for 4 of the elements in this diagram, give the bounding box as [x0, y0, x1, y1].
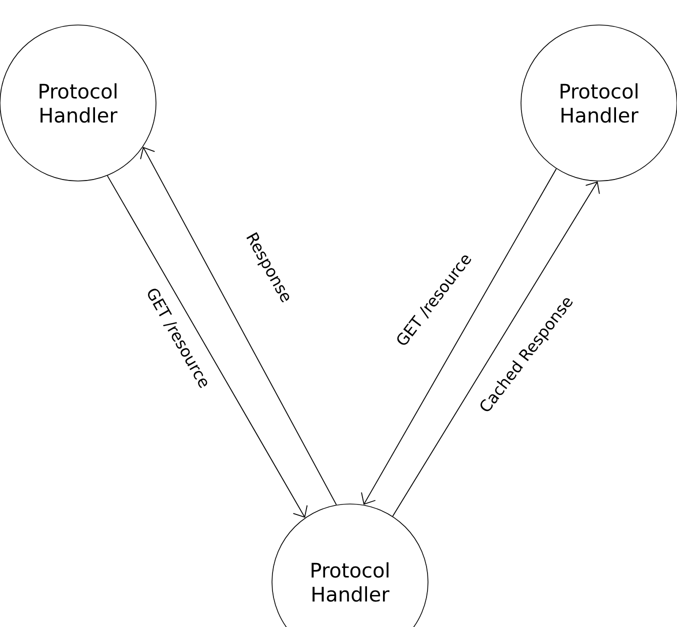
- arrow: [140, 146, 337, 506]
- arrow: [392, 181, 600, 517]
- arrow: [106, 175, 308, 518]
- arrow: [361, 168, 557, 505]
